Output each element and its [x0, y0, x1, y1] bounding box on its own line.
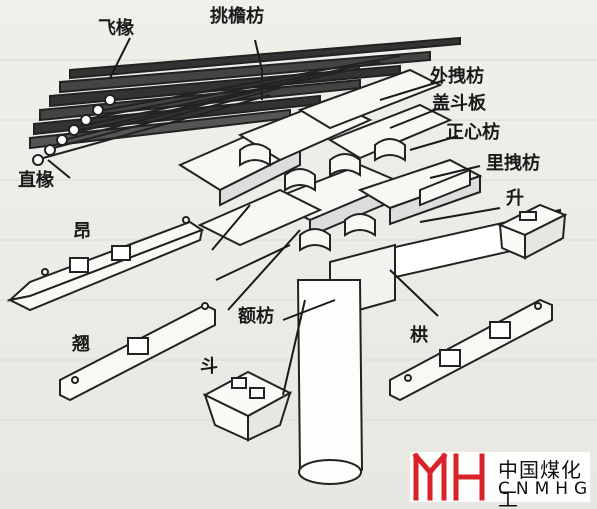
part-dou — [202, 370, 293, 442]
label-gong: 栱 — [410, 325, 428, 346]
label-zhi-chuan: 直椽 — [18, 170, 54, 191]
part-gong — [389, 298, 553, 402]
label-fei-chuan: 飞椽 — [98, 18, 134, 39]
part-sheng — [497, 203, 568, 260]
watermark-name-cn: 中国煤化工 — [498, 458, 582, 509]
label-li-zhuai-fang: 里拽枋 — [486, 153, 540, 174]
leader-lines — [47, 37, 501, 396]
watermark-name-en: CNMHG — [498, 479, 594, 499]
label-qiao: 翘 — [72, 334, 90, 355]
label-zheng-xin-fang: 正心枋 — [446, 122, 500, 143]
column — [296, 279, 364, 485]
cnmhg-logo-icon — [412, 452, 485, 501]
label-tiao-yan-fang: 挑檐枋 — [210, 6, 264, 27]
label-gai-dou-ban: 盖斗板 — [432, 93, 486, 114]
watermark-logo: 中国煤化工 CNMHG — [410, 452, 594, 509]
label-sheng: 升 — [506, 188, 524, 209]
label-dou: 斗 — [200, 356, 218, 377]
label-ang: 昂 — [73, 221, 91, 242]
part-ang — [6, 216, 205, 312]
label-e-fang: 额枋 — [238, 306, 274, 327]
label-wai-zhuai-fang: 外拽枋 — [430, 66, 484, 87]
part-qiao — [59, 302, 216, 402]
bracket-cluster — [177, 68, 561, 320]
